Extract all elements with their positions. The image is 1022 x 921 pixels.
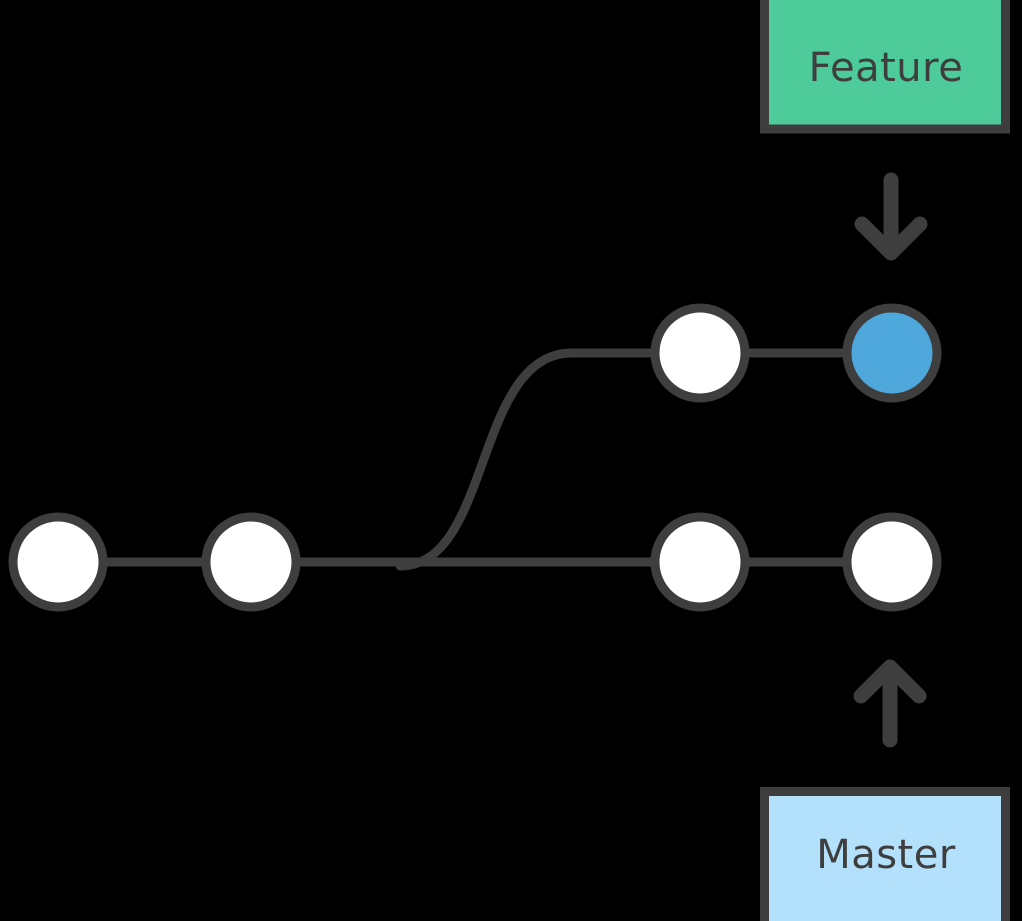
commit-node-m2[interactable]: [201, 512, 301, 612]
master-label-rect: [760, 787, 1010, 921]
master-label-box[interactable]: Master: [760, 787, 1010, 921]
master-arrow-up-head: [853, 659, 927, 704]
feature-branch-nodes: [650, 303, 942, 403]
feature-label-rect: [760, 0, 1010, 134]
feature-arrow-down-head: [854, 216, 928, 261]
feature-label-text: Feature: [809, 45, 964, 91]
commit-node-f2-highlight[interactable]: [842, 303, 942, 403]
feature-label-box[interactable]: Feature: [760, 0, 1010, 134]
feature-arrow-down: [854, 172, 928, 261]
master-branch-nodes: [8, 512, 942, 612]
connector-group: [103, 348, 850, 571]
commit-node-m3[interactable]: [650, 512, 750, 612]
commit-node-f1[interactable]: [650, 303, 750, 403]
branch-curve-connector: [395, 348, 665, 571]
master-label-text: Master: [816, 832, 956, 878]
commit-node-m4[interactable]: [842, 512, 942, 612]
commit-node-m1[interactable]: [8, 512, 108, 612]
master-arrow-up: [853, 659, 927, 748]
